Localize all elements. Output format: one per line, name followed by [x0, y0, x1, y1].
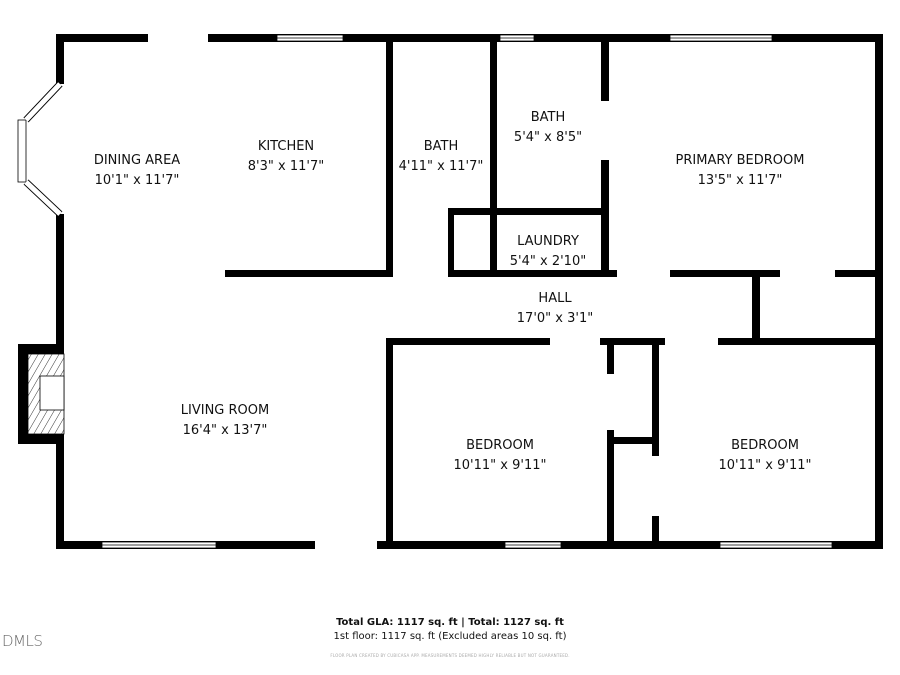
room-name: HALL: [538, 291, 572, 306]
room-size: 10'1" x 11'7": [95, 173, 180, 188]
room-size: 16'4" x 13'7": [183, 423, 268, 438]
room-name: BATH: [531, 110, 566, 125]
room-size: 5'4" x 8'5": [514, 130, 582, 145]
room-size: 5'4" x 2'10": [510, 254, 586, 269]
room-size: 13'5" x 11'7": [698, 173, 783, 188]
room-name: PRIMARY BEDROOM: [676, 153, 805, 168]
room-name: LIVING ROOM: [181, 403, 269, 418]
room-size: 4'11" x 11'7": [399, 159, 484, 174]
room-name: BATH: [424, 139, 459, 154]
disclaimer: FLOOR PLAN CREATED BY CUBICASA APP. MEAS…: [330, 653, 570, 658]
total-area: Total GLA: 1117 sq. ft | Total: 1127 sq.…: [336, 617, 564, 628]
room-size: 10'11" x 9'11": [719, 458, 812, 473]
room-labels: DINING AREA 10'1" x 11'7" KITCHEN 8'3" x…: [94, 110, 812, 473]
room-name: BEDROOM: [731, 438, 799, 453]
windows: [17, 34, 833, 549]
floor-area: 1st floor: 1117 sq. ft (Excluded areas 1…: [333, 631, 567, 642]
room-name: LAUNDRY: [517, 234, 579, 249]
room-name: KITCHEN: [258, 139, 314, 154]
room-size: 8'3" x 11'7": [248, 159, 324, 174]
room-name: BEDROOM: [466, 438, 534, 453]
room-size: 17'0" x 3'1": [517, 311, 593, 326]
fireplace: [27, 353, 65, 435]
watermark-logo: DMLS: [2, 632, 43, 650]
room-size: 10'11" x 9'11": [454, 458, 547, 473]
room-name: DINING AREA: [94, 153, 180, 168]
